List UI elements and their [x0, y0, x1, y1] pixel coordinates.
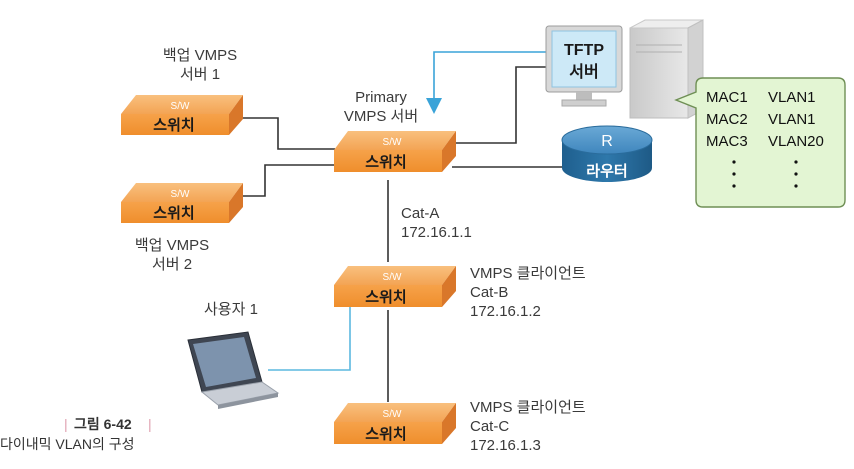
cat-c-label: VMPS 클라이언트 Cat-C 172.16.1.3 [470, 398, 586, 455]
cat-b-role: VMPS 클라이언트 [470, 265, 586, 282]
primary-server-line1: Primary [355, 89, 407, 106]
cat-a-name: Cat-A [401, 205, 440, 222]
mac-vlan-table: MAC1 VLAN1 MAC2 VLAN1 MAC3 VLAN20 [674, 77, 846, 208]
cat-c-role: VMPS 클라이언트 [470, 399, 586, 416]
primary-server-label: Primary VMPS 서버 [326, 88, 436, 126]
switch-label: 스위치 [365, 154, 406, 171]
router-letter: R [601, 133, 613, 150]
table-vlan-3: VLAN20 [768, 133, 824, 150]
table-vlan-1: VLAN1 [768, 89, 816, 106]
link-primary-tftp [452, 66, 548, 144]
backup-server-1-label: 백업 VMPS 서버 1 [150, 46, 250, 84]
laptop-icon [187, 331, 280, 409]
backup-server-2-line1: 백업 VMPS [134, 237, 210, 254]
caption-title: 다이내믹 VLAN의 구성 [0, 436, 135, 452]
tftp-label-line1: TFTP [564, 42, 604, 59]
table-mac-2: MAC2 [706, 111, 748, 128]
switch-tag: S/W [383, 137, 402, 148]
cat-b-label: VMPS 클라이언트 Cat-B 172.16.1.2 [470, 264, 586, 321]
router-label: 라우터 [586, 163, 627, 180]
cat-c-switch: S/W 스위치 [334, 403, 456, 444]
table-mac-1: MAC1 [706, 89, 748, 106]
primary-server-line2: VMPS 서버 [343, 108, 419, 125]
tftp-label-line2: 서버 [569, 63, 598, 81]
switch-label: 스위치 [153, 117, 194, 134]
network-links [236, 66, 575, 402]
switch-tag: S/W [383, 409, 402, 420]
switch-label: 스위치 [153, 205, 194, 222]
cat-c-ip: 172.16.1.3 [470, 437, 541, 454]
continuation-dots-icon [732, 160, 798, 188]
link-user-catb [268, 300, 351, 371]
primary-switch: S/W 스위치 [334, 131, 456, 172]
backup-server-2-label: 백업 VMPS 서버 2 [122, 236, 222, 274]
switch-tag: S/W [171, 101, 190, 112]
backup-switch-1: S/W 스위치 [121, 95, 243, 135]
cat-b-name: Cat-B [470, 284, 509, 301]
switch-label: 스위치 [365, 426, 406, 443]
cat-b-ip: 172.16.1.2 [470, 303, 541, 320]
cat-c-name: Cat-C [470, 418, 510, 435]
switch-label: 스위치 [365, 289, 406, 306]
backup-switch-2: S/W 스위치 [121, 183, 243, 223]
cat-a-ip: 172.16.1.1 [401, 224, 472, 241]
tftp-download-arrow [426, 51, 548, 114]
table-mac-3: MAC3 [706, 133, 748, 150]
backup-server-1-line1: 백업 VMPS [162, 47, 238, 64]
svg-text:|: | [64, 416, 68, 432]
user-label: 사용자 1 [204, 301, 258, 318]
backup-server-1-line2: 서버 1 [179, 66, 221, 83]
table-vlan-2: VLAN1 [768, 111, 816, 128]
tftp-server: TFTP 서버 [545, 19, 704, 119]
switch-tag: S/W [171, 189, 190, 200]
switch-tag: S/W [383, 272, 402, 283]
figure-caption: | 그림 6-42 | 다이내믹 VLAN의 구성 [0, 416, 152, 452]
cat-a-label: Cat-A 172.16.1.1 [401, 204, 472, 242]
cat-b-switch: S/W 스위치 [334, 266, 456, 307]
svg-text:|: | [148, 416, 152, 432]
link-backup2-primary [236, 164, 335, 197]
caption-number: 그림 6-42 [74, 416, 132, 432]
link-backup1-primary [236, 117, 335, 150]
router: R 라우터 [561, 125, 653, 182]
backup-server-2-line2: 서버 2 [151, 256, 193, 273]
